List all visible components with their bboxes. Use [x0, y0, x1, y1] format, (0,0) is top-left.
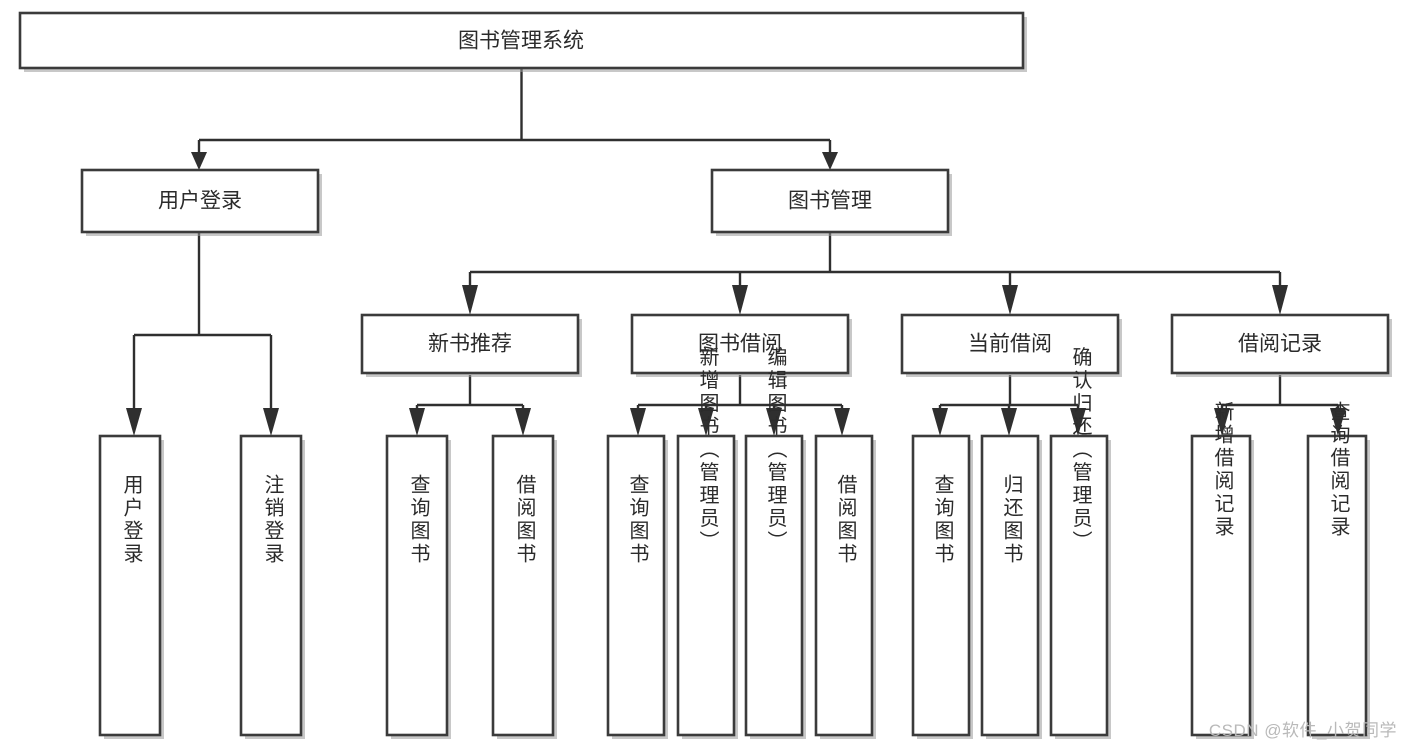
leaf-bb-4-box[interactable]	[814, 434, 874, 737]
node-user-login-label: 用户登录	[158, 190, 242, 213]
arrow-head-bb-leaf1	[630, 408, 646, 436]
node-current-borrow-label: 当前借阅	[968, 333, 1052, 356]
arrow-head-l3-2	[732, 285, 748, 315]
arrow-head-nbr-leaf2	[515, 408, 531, 436]
node-new-book-recommend-box[interactable]	[360, 313, 580, 375]
leaf-bb-2-box[interactable]	[676, 434, 736, 737]
leaf-user-login-1[interactable]: 用户登录	[98, 434, 164, 739]
arrow-head-l3-4	[1272, 285, 1288, 315]
node-user-login-box[interactable]	[80, 168, 320, 234]
connector-group	[126, 68, 1346, 436]
leaf-cb-1-label: 查询图书	[931, 474, 954, 566]
leaf-br-1-label: 新增借阅记录	[1211, 401, 1234, 539]
leaf-br-2-label: 查询借阅记录	[1327, 401, 1350, 539]
leaf-user-login-2-label: 注销登录	[261, 474, 284, 566]
leaf-current-borrow-3[interactable]: 确认归还（管理员）	[1049, 346, 1111, 739]
node-root-box[interactable]	[18, 11, 1025, 70]
node-current-borrow[interactable]: 当前借阅	[900, 313, 1122, 377]
leaf-bb-1-label: 查询图书	[626, 474, 649, 566]
arrow-head-nbr-leaf1	[409, 408, 425, 436]
leaf-book-borrow-2[interactable]: 新增图书（管理员）	[676, 346, 738, 739]
node-book-borrow[interactable]: 图书借阅	[630, 313, 852, 377]
leaf-borrow-record-2[interactable]: 查询借阅记录	[1306, 401, 1370, 739]
arrow-head-l3-1	[462, 285, 478, 315]
leaf-book-borrow-1[interactable]: 查询图书	[606, 434, 668, 739]
leaf-cb-2-box[interactable]	[980, 434, 1040, 737]
arrow-head-br-leaf1	[1214, 408, 1230, 436]
leaf-book-borrow-4[interactable]: 借阅图书	[814, 434, 876, 739]
arrow-head-cb-leaf1	[932, 408, 948, 436]
leaf-nbr-1-label: 查询图书	[407, 474, 430, 566]
leaf-current-borrow-2[interactable]: 归还图书	[980, 434, 1042, 739]
node-book-manage-label: 图书管理	[788, 190, 872, 213]
leaf-bb-4-label: 借阅图书	[834, 474, 857, 566]
arrow-head-br-leaf2	[1330, 408, 1346, 436]
arrow-head-ul-leaf1	[126, 408, 142, 436]
leaf-new-book-recommend-2[interactable]: 借阅图书	[491, 434, 557, 739]
arrow-head-bb-leaf3	[766, 408, 782, 436]
arrow-head-user-login	[191, 152, 207, 170]
leaf-user-login-1-box[interactable]	[98, 434, 162, 737]
arrow-head-ul-leaf2	[263, 408, 279, 436]
leaf-nbr-2-box[interactable]	[491, 434, 555, 737]
node-book-borrow-label: 图书借阅	[698, 333, 782, 356]
leaf-cb-2-label: 归还图书	[1000, 474, 1023, 566]
node-current-borrow-box[interactable]	[900, 313, 1120, 375]
leaf-cb-1-box[interactable]	[911, 434, 971, 737]
arrow-head-bb-leaf2	[698, 408, 714, 436]
leaf-bb-2-label: 新增图书（管理员）	[696, 346, 719, 553]
leaf-user-login-2-box[interactable]	[239, 434, 303, 737]
leaf-current-borrow-1[interactable]: 查询图书	[911, 434, 973, 739]
leaf-new-book-recommend-1[interactable]: 查询图书	[385, 434, 451, 739]
leaf-nbr-1-box[interactable]	[385, 434, 449, 737]
leaf-user-login-1-label: 用户登录	[120, 474, 143, 566]
leaf-br-1-box[interactable]	[1190, 434, 1252, 737]
node-root[interactable]: 图书管理系统	[18, 11, 1027, 72]
leaf-cb-3-box[interactable]	[1049, 434, 1109, 737]
node-user-login[interactable]: 用户登录	[80, 168, 322, 236]
node-new-book-recommend-label: 新书推荐	[428, 333, 512, 356]
leaf-bb-3-box[interactable]	[744, 434, 804, 737]
leaf-cb-3-label: 确认归还（管理员）	[1069, 346, 1092, 553]
leaf-bb-1-box[interactable]	[606, 434, 666, 737]
node-borrow-record-label: 借阅记录	[1238, 333, 1322, 356]
arrow-head-l3-3	[1002, 285, 1018, 315]
node-book-borrow-box[interactable]	[630, 313, 850, 375]
node-borrow-record[interactable]: 借阅记录	[1170, 313, 1392, 377]
node-root-label: 图书管理系统	[458, 30, 584, 53]
arrow-head-book-manage	[822, 152, 838, 170]
arrow-head-bb-leaf4	[834, 408, 850, 436]
leaf-book-borrow-3[interactable]: 编辑图书（管理员）	[744, 346, 806, 739]
arrow-head-cb-leaf3	[1070, 408, 1086, 436]
node-new-book-recommend[interactable]: 新书推荐	[360, 313, 582, 377]
leaf-bb-3-label: 编辑图书（管理员）	[764, 346, 787, 553]
node-book-manage-box[interactable]	[710, 168, 950, 234]
leaf-nbr-2-label: 借阅图书	[513, 474, 536, 566]
leaf-br-2-box[interactable]	[1306, 434, 1368, 737]
arrow-head-cb-leaf2	[1001, 408, 1017, 436]
node-borrow-record-box[interactable]	[1170, 313, 1390, 375]
leaf-user-login-2[interactable]: 注销登录	[239, 434, 305, 739]
leaf-borrow-record-1[interactable]: 新增借阅记录	[1190, 401, 1254, 739]
node-book-manage[interactable]: 图书管理	[710, 168, 952, 236]
